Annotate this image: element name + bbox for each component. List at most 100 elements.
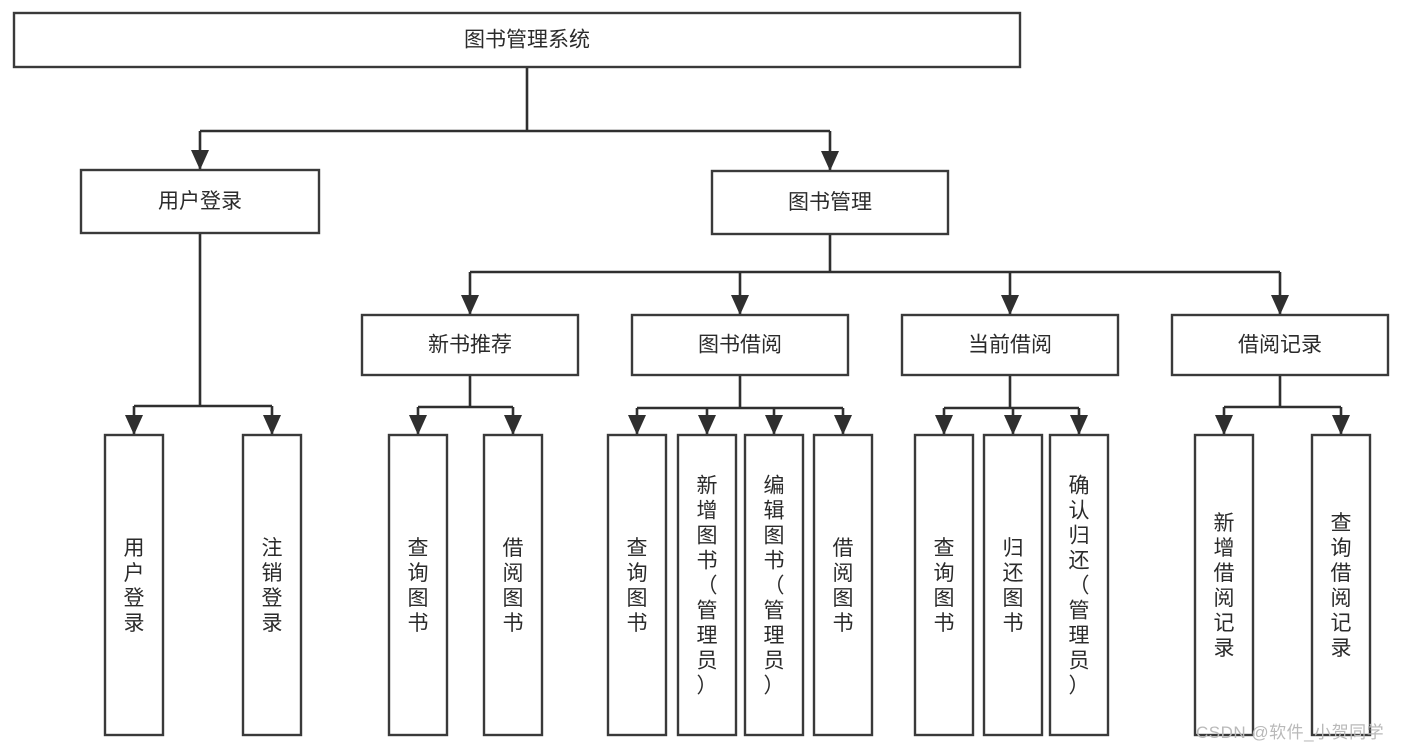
svg-text:图: 图 — [503, 587, 524, 610]
node-user-login-label: 用户登录 — [158, 190, 242, 213]
arrow-head-icon-leaf-confirm-return — [1070, 415, 1088, 435]
svg-text:借: 借 — [833, 537, 854, 560]
node-current-borrow[interactable] — [900, 313, 1120, 377]
svg-text:查: 查 — [627, 537, 648, 560]
svg-text:管: 管 — [764, 600, 785, 623]
svg-text:阅: 阅 — [833, 562, 854, 585]
svg-text:登: 登 — [262, 587, 283, 610]
node-leaf-confirm-return[interactable] — [1048, 433, 1110, 737]
node-root-system[interactable] — [12, 11, 1022, 69]
svg-text:（: （ — [764, 575, 785, 598]
svg-text:管: 管 — [1069, 600, 1090, 623]
svg-text:）: ） — [697, 675, 718, 698]
node-leaf-edit-book[interactable] — [743, 433, 805, 737]
node-new-book-recommend-label: 新书推荐 — [428, 334, 512, 357]
node-book-borrow[interactable] — [630, 313, 850, 377]
svg-text:）: ） — [764, 675, 785, 698]
arrow-head-icon-leaf-add-book — [698, 415, 716, 435]
arrow-head-icon-leaf-query-book-2 — [628, 415, 646, 435]
node-leaf-add-book[interactable] — [676, 433, 738, 737]
svg-text:查: 查 — [1331, 512, 1352, 535]
node-book-borrow-label: 图书借阅 — [698, 334, 782, 357]
svg-text:）: ） — [1069, 675, 1090, 698]
svg-text:销: 销 — [262, 562, 283, 585]
node-leaf-return-book[interactable] — [982, 433, 1044, 737]
svg-text:询: 询 — [934, 562, 955, 585]
svg-text:用: 用 — [124, 537, 145, 560]
svg-text:记: 记 — [1214, 612, 1235, 635]
svg-text:理: 理 — [764, 625, 785, 648]
svg-text:户: 户 — [124, 562, 145, 585]
svg-text:书: 书 — [627, 612, 648, 635]
svg-text:书: 书 — [503, 612, 524, 635]
arrow-head-icon-user-login — [191, 150, 209, 170]
arrow-head-icon-book-manage — [821, 151, 839, 171]
svg-text:录: 录 — [1214, 637, 1235, 660]
svg-text:查: 查 — [408, 537, 429, 560]
svg-text:编: 编 — [764, 475, 785, 498]
svg-text:借: 借 — [1214, 562, 1235, 585]
svg-text:书: 书 — [1003, 612, 1024, 635]
arrow-head-icon-leaf-user-login — [125, 415, 143, 435]
node-book-manage-label: 图书管理 — [788, 191, 872, 214]
svg-text:询: 询 — [627, 562, 648, 585]
node-leaf-add-record[interactable] — [1193, 433, 1255, 737]
connector-layer — [125, 67, 1350, 435]
svg-text:询: 询 — [1331, 537, 1352, 560]
box-layer — [12, 11, 1390, 737]
arrow-head-icon-leaf-query-book-3 — [935, 415, 953, 435]
svg-text:书: 书 — [833, 612, 854, 635]
svg-text:书: 书 — [934, 612, 955, 635]
svg-text:录: 录 — [1331, 637, 1352, 660]
svg-text:新: 新 — [697, 475, 718, 498]
arrow-head-icon-leaf-edit-book — [765, 415, 783, 435]
svg-text:阅: 阅 — [1331, 587, 1352, 610]
arrow-head-icon-leaf-user-logout — [263, 415, 281, 435]
svg-text:管: 管 — [697, 600, 718, 623]
svg-text:注: 注 — [262, 537, 283, 560]
node-leaf-query-book-1[interactable] — [387, 433, 449, 737]
node-leaf-query-record[interactable] — [1310, 433, 1372, 737]
svg-text:辑: 辑 — [764, 500, 785, 523]
svg-text:确: 确 — [1069, 475, 1090, 498]
svg-text:查: 查 — [934, 537, 955, 560]
svg-text:员: 员 — [697, 650, 718, 673]
svg-text:图: 图 — [697, 525, 718, 548]
svg-text:书: 书 — [764, 550, 785, 573]
node-root-system-label: 图书管理系统 — [464, 29, 590, 52]
node-leaf-user-login[interactable] — [103, 433, 165, 737]
node-borrow-record-label: 借阅记录 — [1238, 334, 1322, 357]
svg-text:归: 归 — [1069, 525, 1090, 548]
node-user-login[interactable] — [79, 168, 321, 235]
svg-text:增: 增 — [697, 500, 718, 523]
node-new-book-recommend[interactable] — [360, 313, 580, 377]
arrow-head-icon-leaf-query-book-1 — [409, 415, 427, 435]
svg-text:书: 书 — [408, 612, 429, 635]
node-leaf-borrow-book-2[interactable] — [812, 433, 874, 737]
node-leaf-borrow-book-1[interactable] — [482, 433, 544, 737]
svg-text:借: 借 — [503, 537, 524, 560]
svg-text:图: 图 — [934, 587, 955, 610]
node-leaf-query-book-2[interactable] — [606, 433, 668, 737]
node-borrow-record[interactable] — [1170, 313, 1390, 377]
node-leaf-query-book-3[interactable] — [913, 433, 975, 737]
svg-text:图: 图 — [408, 587, 429, 610]
svg-text:阅: 阅 — [1214, 587, 1235, 610]
svg-text:询: 询 — [408, 562, 429, 585]
arrow-head-icon-leaf-add-record — [1215, 415, 1233, 435]
arrow-head-icon-book-borrow — [731, 295, 749, 315]
svg-text:录: 录 — [124, 612, 145, 635]
svg-text:还: 还 — [1003, 562, 1024, 585]
node-leaf-user-logout[interactable] — [241, 433, 303, 737]
svg-text:录: 录 — [262, 612, 283, 635]
label-layer: 图书管理系统用户登录图书管理新书推荐图书借阅当前借阅借阅记录用户登录注销登录查询… — [124, 29, 1352, 698]
node-book-manage[interactable] — [710, 169, 950, 236]
